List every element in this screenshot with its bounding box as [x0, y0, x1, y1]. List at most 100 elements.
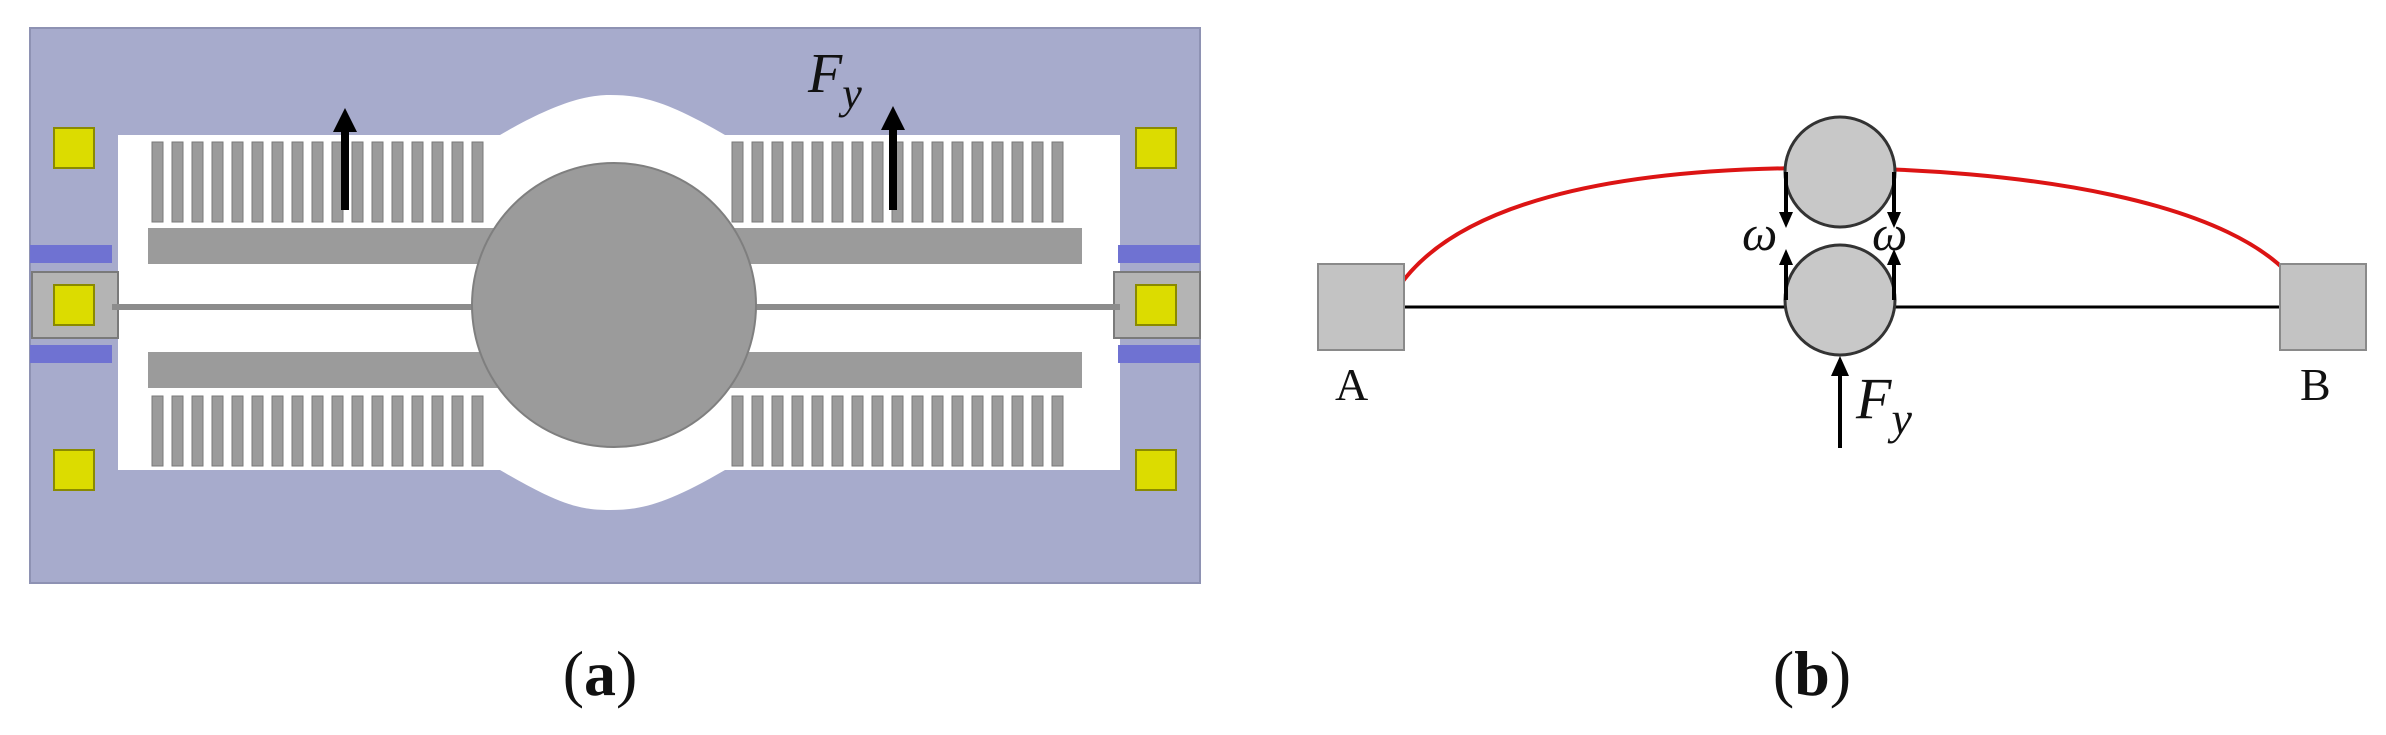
comb-bottom-right-finger	[1011, 395, 1024, 467]
comb-bottom-left-finger	[471, 395, 484, 467]
comb-top-left-finger	[471, 141, 484, 223]
comb-top-right-finger	[1051, 141, 1064, 223]
force-label-b: Fy	[1855, 366, 1912, 444]
comb-bottom-left-finger	[351, 395, 364, 467]
bond-pad-top-left	[53, 127, 95, 169]
comb-top-right-finger	[831, 141, 844, 223]
support-label-a: A	[1335, 359, 1368, 410]
comb-bottom-left-finger	[371, 395, 384, 467]
comb-top-left-finger	[311, 141, 324, 223]
support-a	[1317, 263, 1405, 351]
comb-bottom-left-finger	[211, 395, 224, 467]
comb-bottom-left-finger	[311, 395, 324, 467]
comb-top-right-finger	[1011, 141, 1024, 223]
anchor-strip-left-top	[30, 245, 112, 263]
mass-rest	[1783, 243, 1897, 357]
comb-bottom-right-finger	[1031, 395, 1044, 467]
comb-bottom-right-finger	[771, 395, 784, 467]
comb-top-left-finger	[171, 141, 184, 223]
central-proof-mass	[471, 162, 757, 448]
comb-bottom-right-finger	[951, 395, 964, 467]
comb-bottom-right-finger	[811, 395, 824, 467]
comb-top-right-finger	[731, 141, 744, 223]
comb-bottom-left-finger	[431, 395, 444, 467]
comb-bottom-left-finger	[331, 395, 344, 467]
bond-pad-bottom-right	[1135, 449, 1177, 491]
comb-bottom-left-finger	[271, 395, 284, 467]
bond-pad-top-right	[1135, 127, 1177, 169]
anchor-strip-right-bottom	[1118, 345, 1200, 363]
comb-top-right-finger	[851, 141, 864, 223]
comb-top-right-finger	[751, 141, 764, 223]
comb-top-left-finger	[371, 141, 384, 223]
comb-top-left-finger	[191, 141, 204, 223]
omega-label-right: ω	[1872, 205, 1907, 261]
comb-bottom-right-finger	[871, 395, 884, 467]
comb-bottom-right-finger	[751, 395, 764, 467]
comb-top-left-finger	[391, 141, 404, 223]
comb-drive-fingers	[151, 141, 1064, 467]
rotation-arrows	[1779, 172, 1901, 300]
comb-top-left-finger	[251, 141, 264, 223]
comb-bottom-right-finger	[991, 395, 1004, 467]
comb-top-right-finger	[771, 141, 784, 223]
comb-bottom-right-finger	[971, 395, 984, 467]
caption-a: (a)	[563, 638, 638, 709]
comb-bottom-right-finger	[791, 395, 804, 467]
bond-pad-middle-left	[53, 284, 95, 326]
caption-b: (b)	[1773, 638, 1851, 709]
comb-top-right-finger	[811, 141, 824, 223]
comb-bottom-right-finger	[831, 395, 844, 467]
comb-bottom-left-finger	[231, 395, 244, 467]
beam-right	[750, 304, 1120, 310]
comb-top-left-finger	[231, 141, 244, 223]
comb-top-left-finger	[451, 141, 464, 223]
force-label-a: Fy	[807, 43, 862, 118]
comb-top-right-finger	[951, 141, 964, 223]
comb-bottom-left-finger	[391, 395, 404, 467]
comb-top-right-finger	[791, 141, 804, 223]
panel-a: Fy (a)	[29, 27, 1201, 709]
anchor-strip-right-top	[1118, 245, 1200, 263]
comb-bottom-left-finger	[151, 395, 164, 467]
comb-top-left-finger	[151, 141, 164, 223]
comb-bottom-right-finger	[931, 395, 944, 467]
comb-top-left-finger	[211, 141, 224, 223]
bar-bottom-right	[712, 352, 1082, 388]
beam-left	[112, 304, 472, 310]
force-arrow-b	[1831, 356, 1849, 448]
comb-top-right-finger	[971, 141, 984, 223]
comb-bottom-right-finger	[851, 395, 864, 467]
support-b	[2279, 263, 2367, 351]
comb-bottom-right-finger	[731, 395, 744, 467]
bar-bottom-left	[148, 352, 508, 388]
comb-bottom-left-finger	[411, 395, 424, 467]
bond-pad-bottom-left	[53, 449, 95, 491]
anchor-block-left	[31, 271, 119, 339]
comb-bottom-right-finger	[1051, 395, 1064, 467]
comb-top-left-finger	[411, 141, 424, 223]
bond-pad-middle-right	[1135, 284, 1177, 326]
comb-bottom-right-finger	[911, 395, 924, 467]
anchor-strip-left-bottom	[30, 345, 112, 363]
comb-top-right-finger	[931, 141, 944, 223]
comb-top-right-finger	[911, 141, 924, 223]
comb-bottom-right-finger	[891, 395, 904, 467]
panel-b: A B ω ω Fy (b)	[1317, 115, 2367, 709]
comb-top-right-finger	[1031, 141, 1044, 223]
comb-bottom-left-finger	[171, 395, 184, 467]
force-arrow-right	[881, 106, 905, 210]
comb-top-left-finger	[431, 141, 444, 223]
comb-bottom-left-finger	[451, 395, 464, 467]
bar-top-left	[148, 228, 508, 264]
comb-top-left-finger	[271, 141, 284, 223]
comb-bottom-left-finger	[291, 395, 304, 467]
support-label-b: B	[2300, 359, 2331, 410]
force-arrow-left	[333, 108, 357, 210]
comb-top-left-finger	[351, 141, 364, 223]
comb-bottom-left-finger	[251, 395, 264, 467]
comb-bottom-left-finger	[191, 395, 204, 467]
comb-top-right-finger	[871, 141, 884, 223]
omega-label-left: ω	[1742, 205, 1777, 261]
